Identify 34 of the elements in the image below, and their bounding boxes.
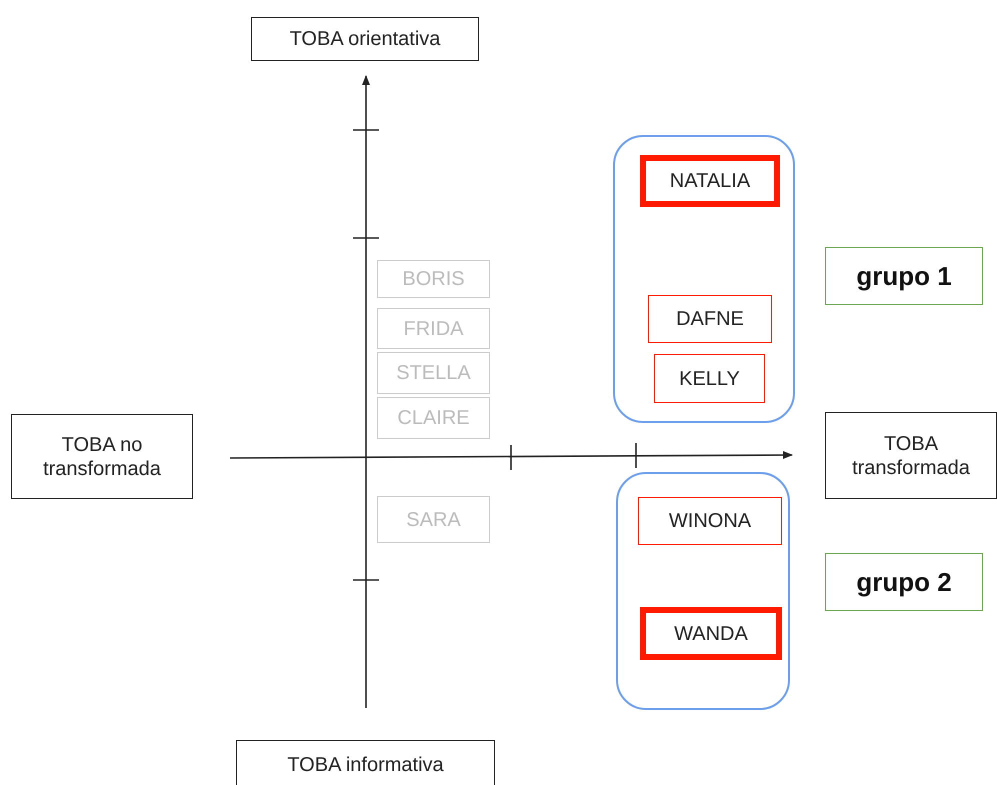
name-label: STELLA [396,361,471,385]
axis-label: TOBA informativa [287,753,444,777]
name-box [377,352,490,394]
name-label: NATALIA [670,169,750,193]
label-box [825,412,997,499]
group-label-box [825,553,983,611]
name-box [377,496,490,543]
name-box [640,155,780,207]
name-label: WINONA [668,509,752,533]
axis-label: TOBA no transformada [42,432,162,480]
name-box [377,308,490,349]
name-label: KELLY [679,366,740,390]
group-label: grupo 2 [856,570,952,594]
axis-label: TOBA orientativa [290,27,440,51]
name-label: DAFNE [676,307,744,331]
group-frame [613,135,795,423]
label-box [11,414,193,499]
name-box [648,295,772,343]
name-box [654,354,765,403]
name-box [377,397,490,439]
label-box [236,740,495,785]
group-label: grupo 1 [856,264,952,288]
group-label-box [825,247,983,305]
name-box [640,607,782,660]
name-box [377,260,490,298]
group-frame [616,472,790,710]
name-label: BORIS [402,267,465,291]
name-label: CLAIRE [397,406,470,430]
label-box [251,17,479,61]
name-label: WANDA [674,622,748,646]
name-label: SARA [406,508,461,532]
name-label: FRIDA [404,316,464,340]
name-box [638,497,782,545]
axis-label: TOBA transformada [851,432,971,480]
